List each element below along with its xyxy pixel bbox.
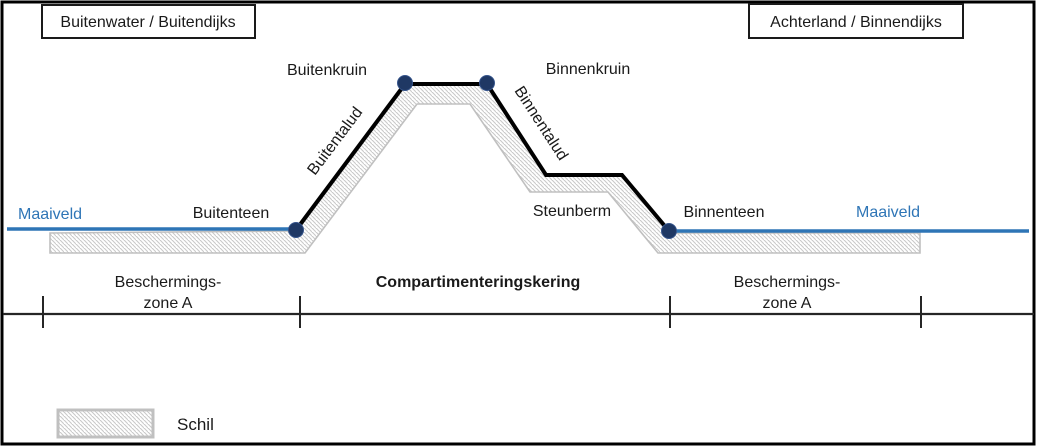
binnenteen-point bbox=[661, 223, 677, 239]
dike-profile-line bbox=[294, 82, 671, 233]
protection-zone-left-line1: Beschermings- bbox=[115, 274, 222, 291]
buitenteen-point bbox=[288, 222, 304, 238]
maaiveld-left-label: Maaiveld bbox=[18, 206, 82, 223]
outer-region-box bbox=[41, 4, 256, 39]
buitenkruin-point bbox=[397, 75, 413, 91]
buitenkruin-label: Buitenkruin bbox=[287, 62, 367, 79]
legend-schil-label: Schil bbox=[177, 415, 214, 434]
inner-region-box bbox=[748, 3, 964, 39]
steunberm-label: Steunberm bbox=[533, 203, 611, 220]
protection-zone-left-line2: zone A bbox=[144, 295, 193, 312]
maaiveld-right-label: Maaiveld bbox=[856, 204, 920, 221]
inner-region-label: Achterland / Binnendijks bbox=[770, 14, 942, 31]
binnenteen-label: Binnenteen bbox=[684, 204, 765, 221]
legend-schil-swatch bbox=[56, 408, 155, 439]
binnenkruin-label: Binnenkruin bbox=[546, 61, 631, 78]
protection-zone-right-line1: Beschermings- bbox=[734, 274, 841, 291]
protection-zone-right-line2: zone A bbox=[763, 295, 812, 312]
buitenteen-label: Buitenteen bbox=[193, 205, 270, 222]
binnenkruin-point bbox=[479, 75, 495, 91]
barrier-zone-label: Compartimenteringskering bbox=[376, 274, 580, 291]
outer-region-label: Buitenwater / Buitendijks bbox=[60, 14, 235, 31]
